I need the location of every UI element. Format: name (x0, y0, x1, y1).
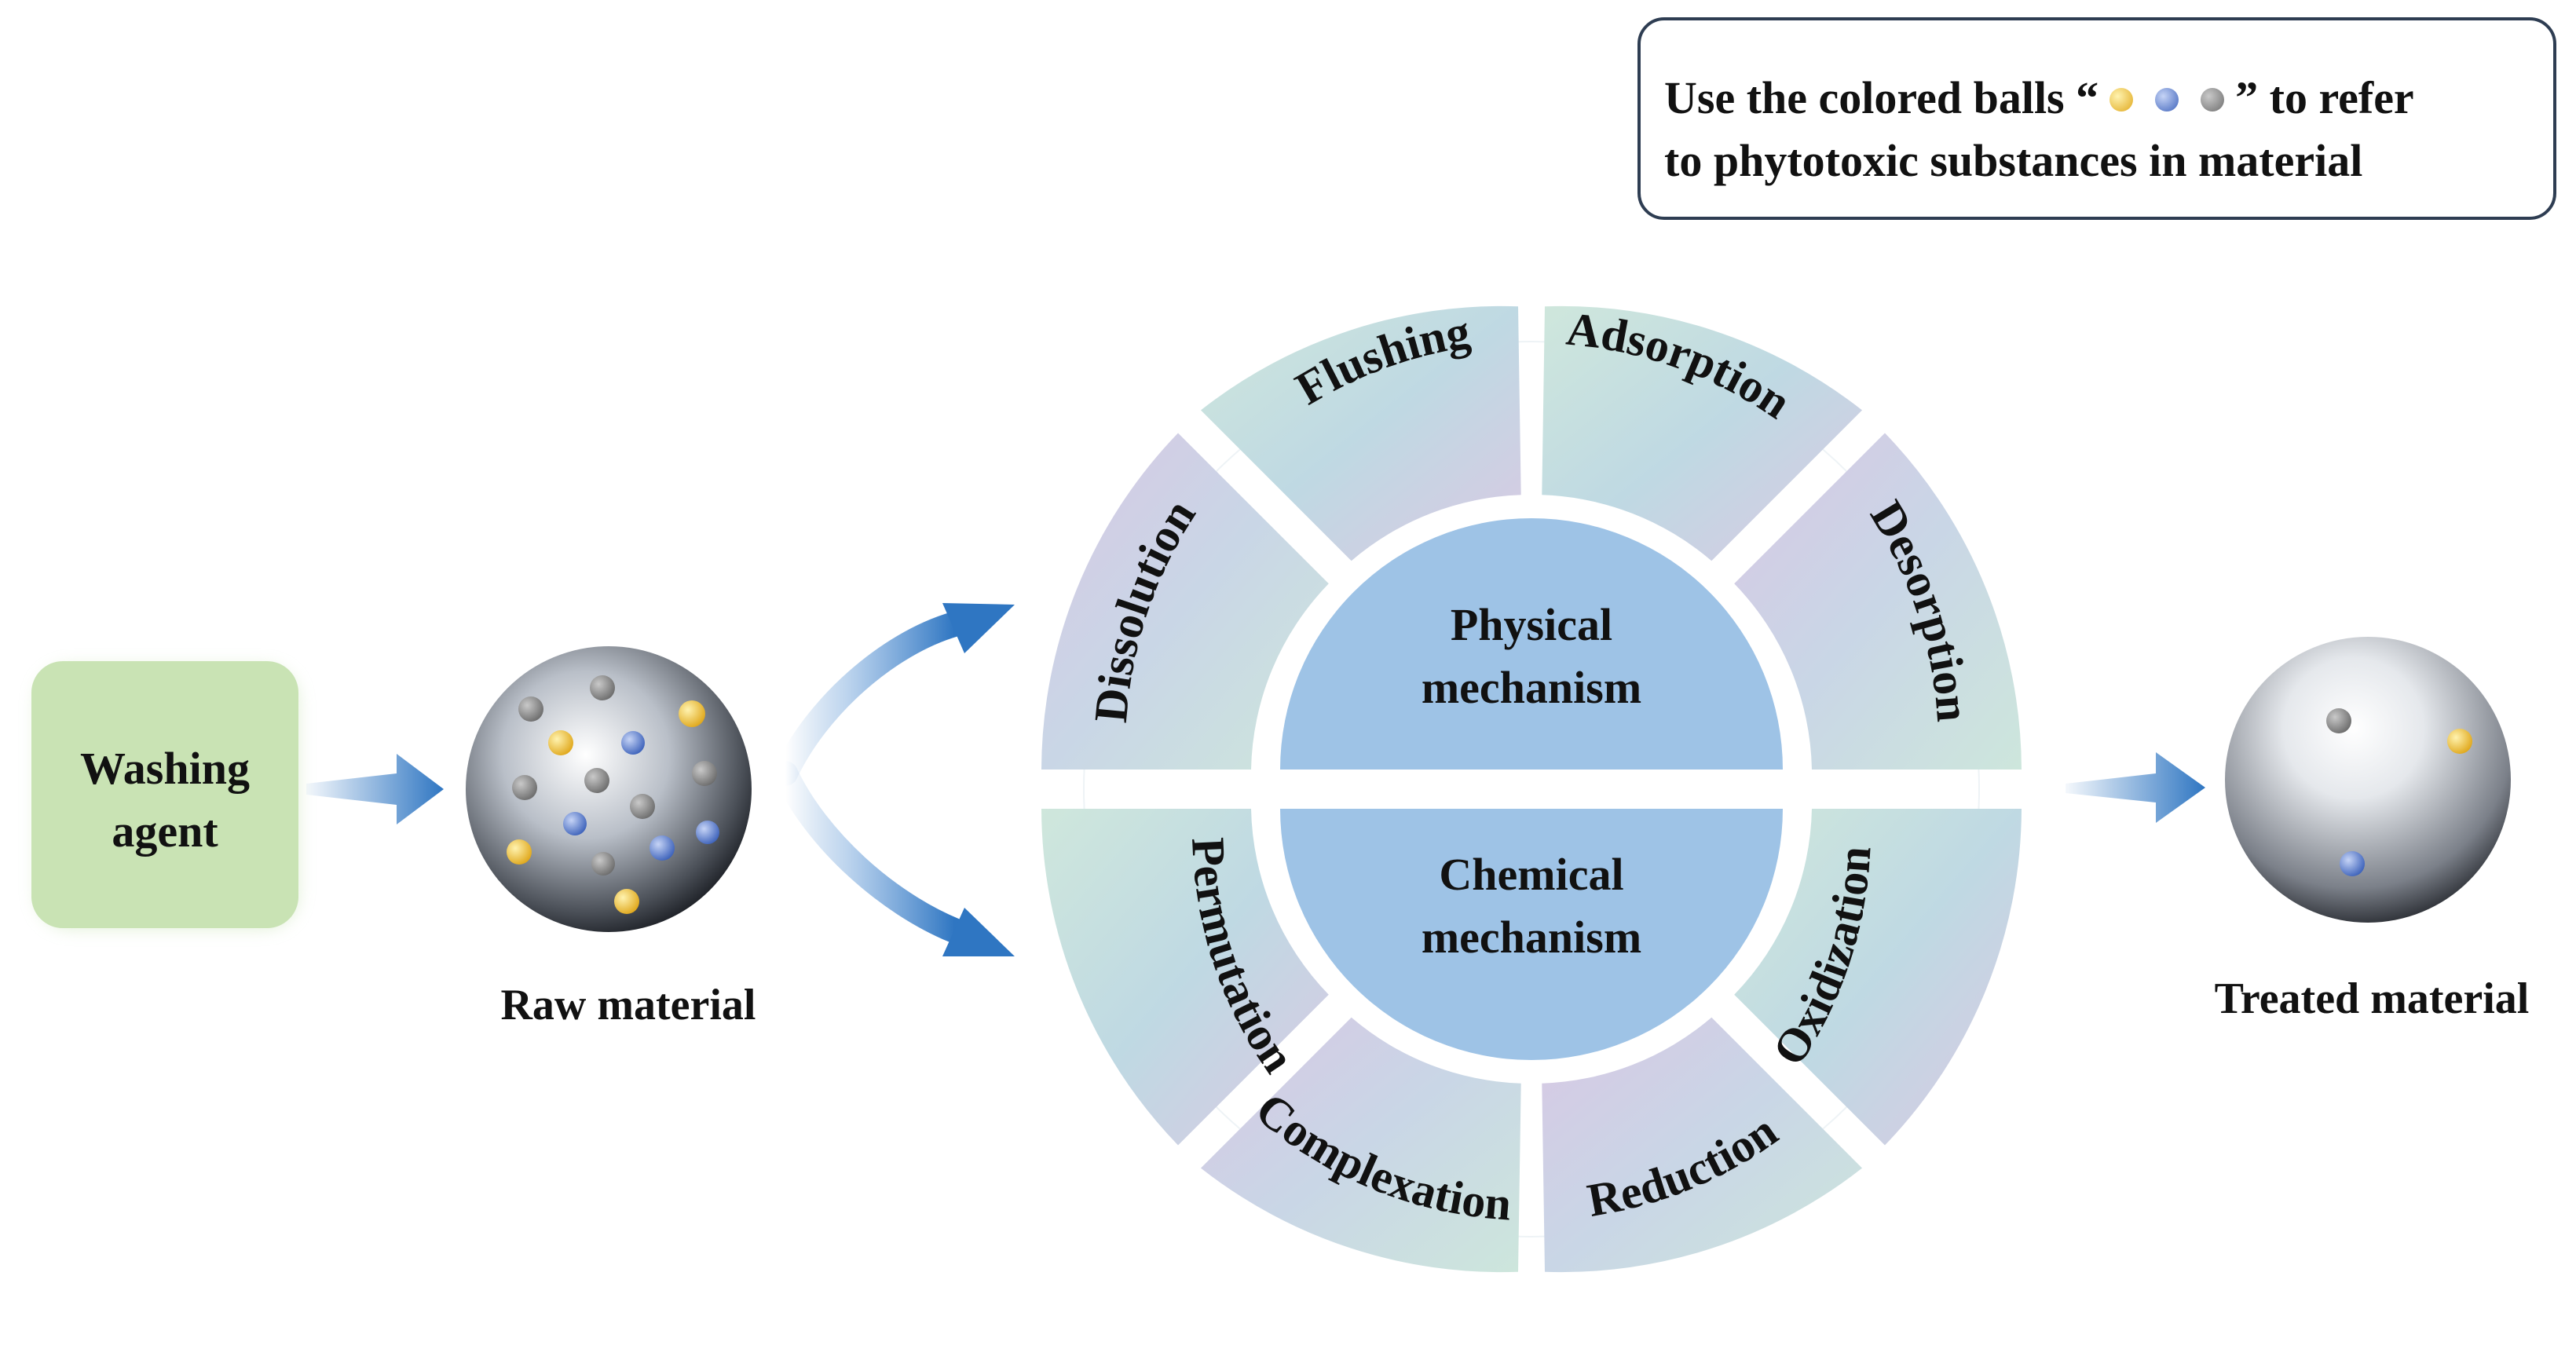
yellow-ball-icon (2109, 87, 2134, 112)
segment-reduction (1542, 1017, 1862, 1273)
raw-material-label: Raw material (500, 981, 756, 1029)
arrow-wheel-to-treated (2066, 752, 2205, 823)
gray-ball-icon (2201, 87, 2225, 112)
treated-material-label: Treated material (2215, 974, 2530, 1023)
segment-permutation (1041, 809, 1329, 1146)
segment-oxidization (1734, 809, 2022, 1146)
physical-mechanism-line1: Physical (1451, 599, 1612, 650)
washing-agent-box: Washing agent (31, 661, 298, 929)
segment-complexation (1201, 1017, 1521, 1273)
raw-material-particles (507, 675, 719, 914)
physical-mechanism-disc (1280, 518, 1783, 770)
segment-desorption (1734, 433, 2022, 770)
washing-agent-line2: agent (112, 806, 218, 857)
segment-flushing (1201, 305, 1521, 561)
treated-material-sphere (2225, 637, 2511, 923)
arrow-head-chemical (942, 908, 1015, 956)
legend-box: Use the colored balls “ ” to refer to phy… (1637, 17, 2556, 220)
physical-mechanism-line2: mechanism (1422, 662, 1641, 713)
arrow-head-physical (942, 603, 1015, 653)
legend-text-before: Use the colored balls “ (1664, 72, 2099, 123)
chemical-mechanism-line2: mechanism (1422, 912, 1641, 963)
washing-agent-line1: Washing (80, 743, 250, 794)
segment-adsorption (1542, 305, 1862, 561)
legend-line-2: to phytotoxic substances in material (1664, 135, 2363, 186)
blue-ball-icon (2155, 87, 2179, 112)
chemical-mechanism-disc (1280, 809, 1783, 1060)
raw-material-sphere (466, 646, 752, 932)
chemical-mechanism-line1: Chemical (1439, 849, 1623, 900)
split-arrows (773, 603, 1015, 956)
mechanism-wheel: Physical mechanism Chemical mechanism Di… (1041, 302, 2022, 1273)
segment-dissolution (1041, 433, 1329, 770)
legend-text-after: ” to refer (2235, 72, 2414, 123)
legend-line-1: Use the colored balls “ ” to refer (1664, 75, 2414, 121)
arrow-washing-to-raw (306, 754, 444, 824)
